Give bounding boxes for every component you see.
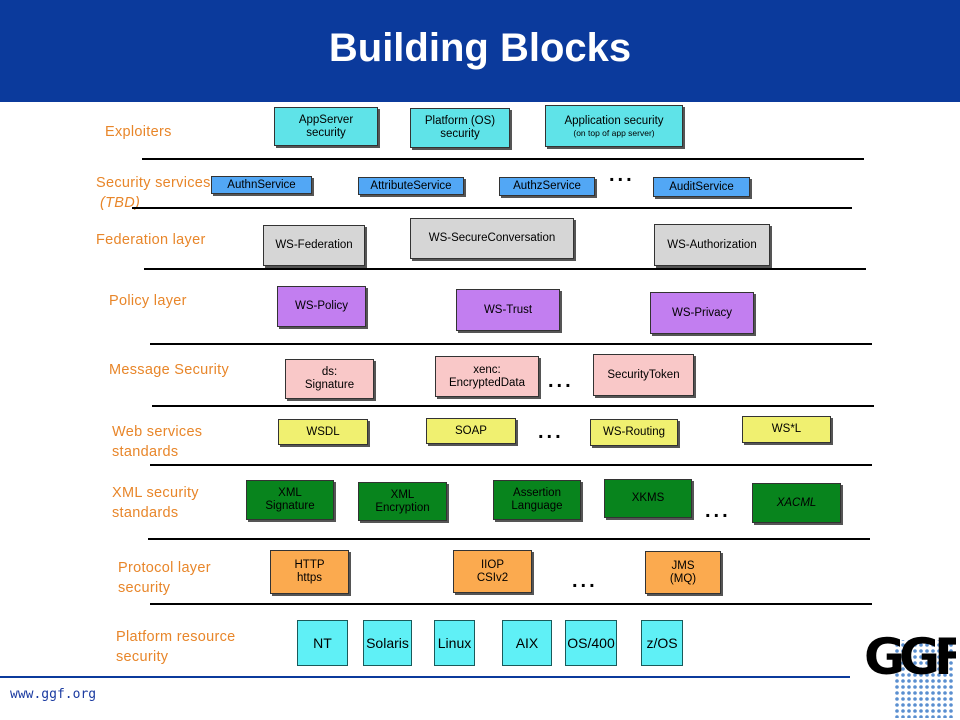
ellipsis: ... — [548, 370, 574, 392]
layer-divider — [144, 268, 866, 270]
box-solaris: Solaris — [363, 620, 412, 666]
layer-divider — [150, 343, 872, 345]
box-authn-service: AuthnService — [211, 176, 312, 194]
box-ws-federation: WS-Federation — [263, 225, 365, 266]
box-application-security: Application security(on top of app serve… — [545, 105, 683, 147]
box-authz-service: AuthzService — [499, 177, 595, 196]
ellipsis: ... — [705, 500, 731, 522]
page-title: Building Blocks — [328, 26, 632, 70]
ellipsis: ... — [609, 164, 635, 186]
label-message-security: Message Security — [109, 362, 230, 378]
footer-url: www.ggf.org — [10, 687, 97, 702]
box-xkms: XKMS — [604, 479, 692, 518]
box-soap: SOAP — [426, 418, 516, 444]
layer-divider — [150, 464, 872, 466]
box-attribute-service: AttributeService — [358, 177, 464, 195]
box-securitytoken: SecurityToken — [593, 354, 694, 396]
box-linux: Linux — [434, 620, 475, 666]
box-os400: OS/400 — [565, 620, 617, 666]
layer-divider — [132, 207, 852, 209]
layer-divider — [150, 603, 872, 605]
box-xacml: XACML — [752, 483, 841, 523]
box-ws-l: WS*L — [742, 416, 831, 443]
ggf-logo: GGF — [864, 628, 956, 718]
box-ws-authorization: WS-Authorization — [654, 224, 770, 266]
footer-divider — [0, 676, 850, 678]
box-audit-service: AuditService — [653, 177, 750, 197]
box-zos: z/OS — [641, 620, 683, 666]
layer-divider — [152, 405, 874, 407]
box-xenc-encrypteddata: xenc:EncryptedData — [435, 356, 539, 397]
layer-divider — [142, 158, 864, 160]
label-exploiters: Exploiters — [105, 124, 172, 140]
ellipsis: ... — [538, 421, 564, 443]
box-ws-trust: WS-Trust — [456, 289, 560, 331]
label-federation-layer: Federation layer — [96, 232, 206, 248]
box-ws-secureconversation: WS-SecureConversation — [410, 218, 574, 259]
box-ws-privacy: WS-Privacy — [650, 292, 754, 334]
box-ws-routing: WS-Routing — [590, 419, 678, 446]
box-ds-signature: ds:Signature — [285, 359, 374, 399]
svg-text:GGF: GGF — [864, 628, 956, 686]
box-wsdl: WSDL — [278, 419, 368, 445]
ellipsis: ... — [572, 570, 598, 592]
layer-divider — [148, 538, 870, 540]
box-ws-policy: WS-Policy — [277, 286, 366, 327]
label-security-services: Security services(TBD) — [96, 175, 211, 211]
label-policy-layer: Policy layer — [109, 293, 187, 309]
box-nt: NT — [297, 620, 348, 666]
box-aix: AIX — [502, 620, 552, 666]
box-jms-mq: JMS(MQ) — [645, 551, 721, 594]
box-platform-os-security: Platform (OS)security — [410, 108, 510, 148]
title-banner — [0, 0, 960, 102]
